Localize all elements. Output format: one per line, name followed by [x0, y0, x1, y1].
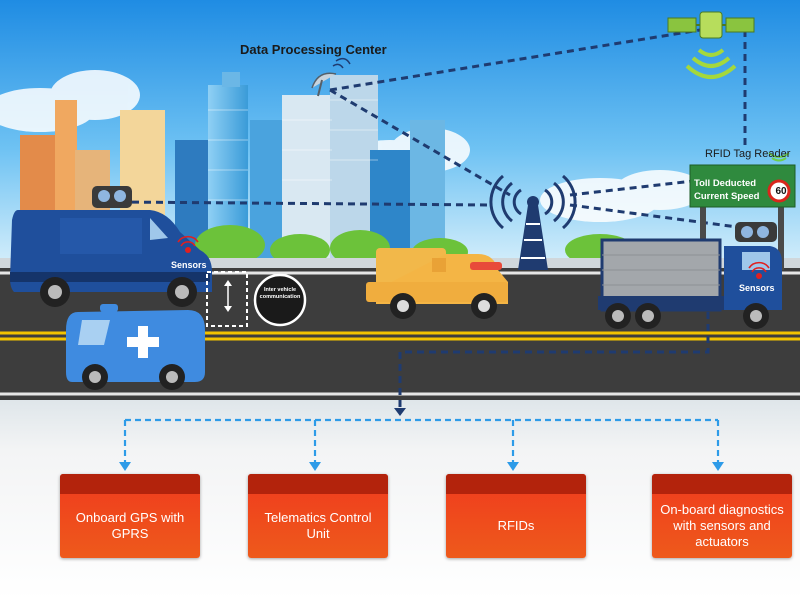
- inter-vehicle-communication-label: Inter vehicle communication: [259, 287, 301, 300]
- sensor-icon: [177, 235, 199, 253]
- toll-sign: [689, 152, 796, 270]
- box-header: [60, 474, 200, 494]
- satellite-dish-icon: [311, 57, 351, 97]
- toll-sign-text: Toll Deducted Current Speed: [694, 177, 764, 203]
- data-processing-center-label: Data Processing Center: [240, 42, 387, 57]
- rfids-box: RFIDs: [446, 474, 586, 558]
- onboard-diagnostics-label: On-board diagnostics with sensors and ac…: [660, 502, 784, 549]
- cell-tower-icon: [489, 174, 577, 270]
- sensor-icon: [748, 261, 770, 279]
- telematics-control-unit-box: Telematics Control Unit: [248, 474, 388, 558]
- speed-limit-value: 60: [775, 186, 787, 197]
- rfid-reader-label: RFID Tag Reader: [705, 148, 791, 160]
- box-header: [446, 474, 586, 494]
- van-sensors-label: Sensors: [171, 260, 207, 270]
- satellite-icon: [667, 11, 755, 79]
- onboard-diagnostics-box: On-board diagnostics with sensors and ac…: [652, 474, 792, 558]
- telematics-control-unit-label: Telematics Control Unit: [264, 510, 372, 541]
- blue-van: [10, 186, 212, 307]
- onboard-gps-box: Onboard GPS with GPRS: [60, 474, 200, 558]
- onboard-gps-label: Onboard GPS with GPRS: [75, 510, 185, 541]
- toll-deducted-text: Toll Deducted: [694, 178, 757, 189]
- box-header: [248, 474, 388, 494]
- rfids-label: RFIDs: [497, 518, 535, 533]
- truck-sensors-label: Sensors: [739, 283, 775, 293]
- ambulance: [66, 304, 205, 390]
- cargo-truck: [598, 222, 782, 329]
- distribution-arrows: [119, 462, 724, 471]
- current-speed-text: Current Speed: [694, 191, 760, 202]
- box-header: [652, 474, 792, 494]
- yellow-truck: [366, 248, 508, 319]
- inter-vehicle-link: [206, 271, 307, 327]
- distribution-links: [123, 418, 720, 464]
- arrow-down-icon: [394, 408, 406, 416]
